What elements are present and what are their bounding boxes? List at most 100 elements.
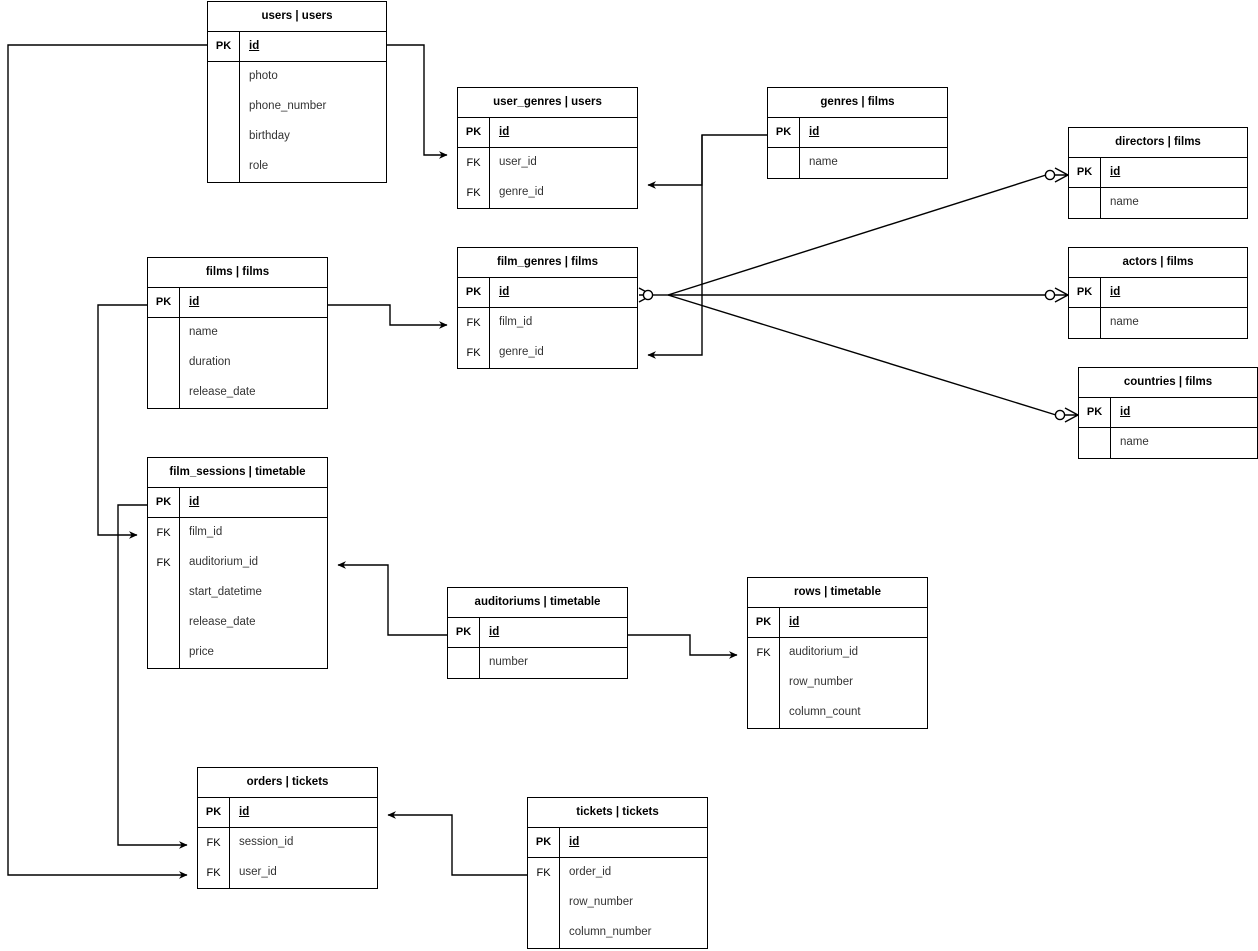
attribute-row[interactable]: PK id xyxy=(208,32,386,62)
attribute-row[interactable]: column_count xyxy=(748,698,927,728)
attribute-name: row_number xyxy=(569,896,633,909)
attribute-row[interactable]: number xyxy=(448,648,627,678)
attribute-row[interactable]: name xyxy=(1079,428,1257,458)
attribute-name: name xyxy=(809,156,838,169)
wire-films-to-film_genres xyxy=(328,304,448,329)
attribute-row[interactable]: duration xyxy=(148,348,327,378)
crowfoot-film_genres xyxy=(638,287,653,303)
key-badge: FK xyxy=(528,858,560,888)
entity-title-actors: actors | films xyxy=(1069,248,1247,278)
attribute-row[interactable]: phone_number xyxy=(208,92,386,122)
entity-title-tickets: tickets | tickets xyxy=(528,798,707,828)
attribute-row[interactable]: role xyxy=(208,152,386,182)
attribute-name: id xyxy=(189,495,200,508)
attribute-name: number xyxy=(489,656,528,669)
entity-title-orders: orders | tickets xyxy=(198,768,377,798)
key-badge xyxy=(448,648,480,678)
attribute-row[interactable]: photo xyxy=(208,62,386,92)
attribute-row[interactable]: birthday xyxy=(208,122,386,152)
key-badge xyxy=(148,578,180,608)
attribute-name: id xyxy=(249,39,260,52)
key-badge xyxy=(148,608,180,638)
attribute-row[interactable]: row_number xyxy=(748,668,927,698)
attribute-row[interactable]: name xyxy=(768,148,947,178)
attribute-name: release_date xyxy=(189,616,256,629)
key-badge: PK xyxy=(458,118,490,147)
attribute-name: film_id xyxy=(189,526,223,539)
key-badge: FK xyxy=(458,308,490,338)
key-badge xyxy=(528,888,560,918)
key-badge xyxy=(208,152,240,182)
attribute-name: id xyxy=(239,805,250,818)
attribute-name: id xyxy=(809,125,820,138)
attribute-row[interactable]: name xyxy=(1069,308,1247,338)
attribute-row[interactable]: price xyxy=(148,638,327,668)
entity-title-directors: directors | films xyxy=(1069,128,1247,158)
attribute-name: genre_id xyxy=(499,346,544,359)
attribute-name: start_datetime xyxy=(189,586,262,599)
attribute-row[interactable]: column_number xyxy=(528,918,707,948)
attribute-row[interactable]: name xyxy=(1069,188,1247,218)
crowfoot-countries xyxy=(1064,407,1079,423)
attribute-row[interactable]: name xyxy=(148,318,327,348)
wire-genres-trunk xyxy=(647,134,767,189)
attribute-row[interactable]: release_date xyxy=(148,378,327,408)
key-badge xyxy=(748,698,780,728)
attribute-name: name xyxy=(1120,436,1149,449)
optional-circle-film_genres xyxy=(642,289,654,301)
attribute-name: release_date xyxy=(189,386,256,399)
optional-circle-actors xyxy=(1044,289,1056,301)
attribute-name: id xyxy=(1110,165,1121,178)
entity-title-auditoriums: auditoriums | timetable xyxy=(448,588,627,618)
attribute-name: price xyxy=(189,646,214,659)
key-badge: PK xyxy=(208,32,240,61)
attribute-row[interactable]: row_number xyxy=(528,888,707,918)
attribute-row[interactable]: release_date xyxy=(148,608,327,638)
crowfoot-directors xyxy=(1054,167,1069,183)
attribute-row[interactable]: start_datetime xyxy=(148,578,327,608)
wire-tickets-to-orders xyxy=(387,811,527,876)
key-badge xyxy=(208,122,240,152)
attribute-name: id xyxy=(489,625,500,638)
attribute-name: name xyxy=(1110,316,1139,329)
attribute-name: auditorium_id xyxy=(789,646,859,659)
optional-circle-directors xyxy=(1044,169,1056,181)
attribute-name: name xyxy=(189,326,218,339)
entity-title-genres: genres | films xyxy=(768,88,947,118)
